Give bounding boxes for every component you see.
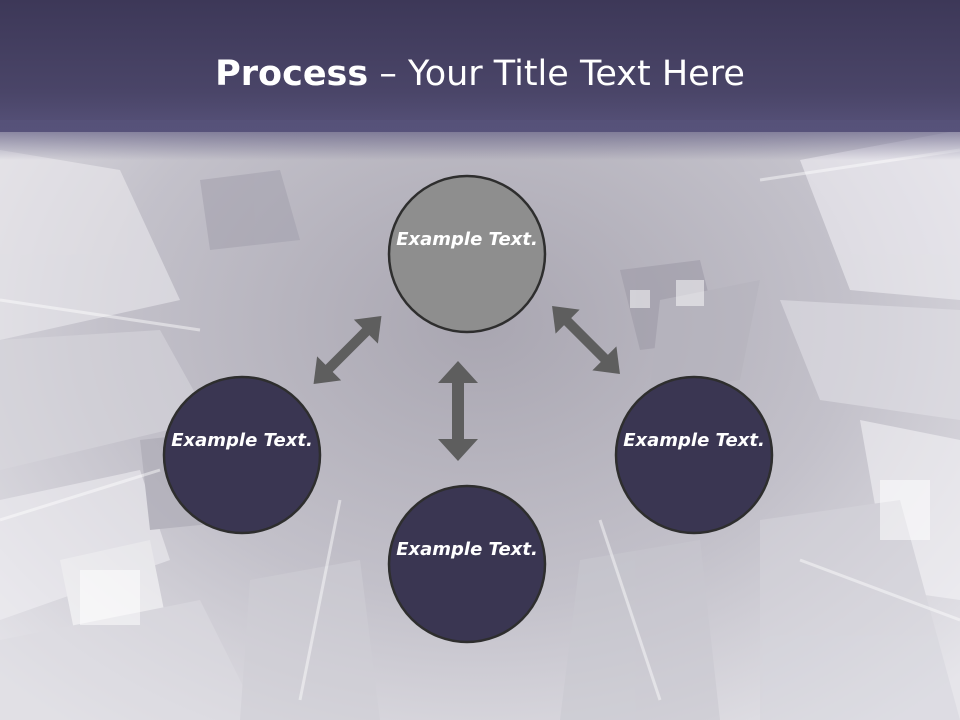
- title-bold-part: Process: [215, 54, 369, 94]
- node-bottom-circle: [387, 484, 547, 644]
- node-bottom-label: Example Text.: [396, 539, 538, 560]
- title-bar-fade: [0, 120, 960, 160]
- node-right-label: Example Text.: [623, 430, 765, 451]
- title-bar: [0, 0, 960, 132]
- double-arrow-right: [552, 306, 620, 374]
- title-rest-part: – Your Title Text Here: [368, 54, 745, 94]
- node-left-circle: [162, 375, 322, 535]
- double-arrow-left: [313, 316, 382, 384]
- double-arrow-center: [438, 361, 478, 461]
- slide-title: Process – Your Title Text Here: [0, 52, 960, 96]
- node-top-label: Example Text.: [396, 229, 538, 250]
- node-right-circle: [614, 375, 774, 535]
- node-top-circle: [387, 174, 547, 334]
- node-left-label: Example Text.: [171, 430, 313, 451]
